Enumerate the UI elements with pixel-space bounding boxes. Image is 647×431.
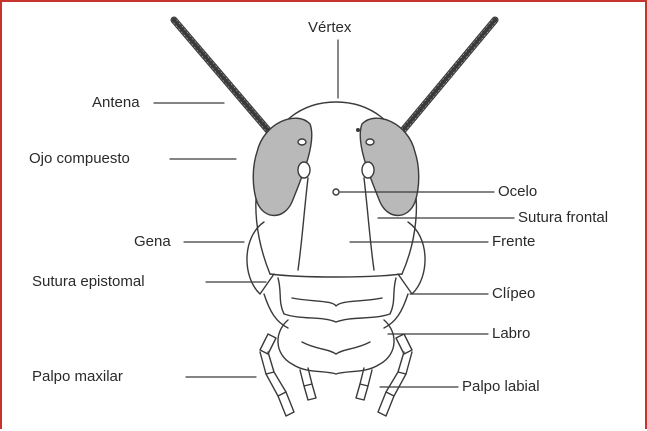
label-clipeo: Clípeo	[492, 285, 535, 303]
label-sutura-epistomal: Sutura epistomal	[32, 273, 145, 291]
median-ocellus	[333, 189, 339, 195]
right-maxillary-palp	[378, 334, 412, 416]
label-labro: Labro	[492, 325, 530, 343]
right-gena	[398, 222, 425, 294]
label-gena: Gena	[134, 233, 171, 251]
label-palpo-labial: Palpo labial	[462, 378, 540, 396]
left-maxillary-palp	[260, 334, 294, 416]
left-frontal-suture	[298, 178, 308, 270]
epistomal-suture	[270, 274, 402, 277]
label-sutura-frontal: Sutura frontal	[518, 209, 608, 227]
clypeus	[278, 278, 396, 322]
label-palpo-maxilar: Palpo maxilar	[32, 368, 123, 386]
label-ojo-compuesto: Ojo compuesto	[29, 150, 130, 168]
labrum	[278, 320, 394, 374]
label-antena: Antena	[92, 94, 140, 112]
label-frente: Frente	[492, 233, 535, 251]
label-vertex: Vértex	[308, 19, 351, 37]
leader-lines	[154, 40, 514, 387]
labial-palps	[300, 368, 372, 400]
left-gena	[247, 222, 274, 294]
label-ocelo: Ocelo	[498, 183, 537, 201]
